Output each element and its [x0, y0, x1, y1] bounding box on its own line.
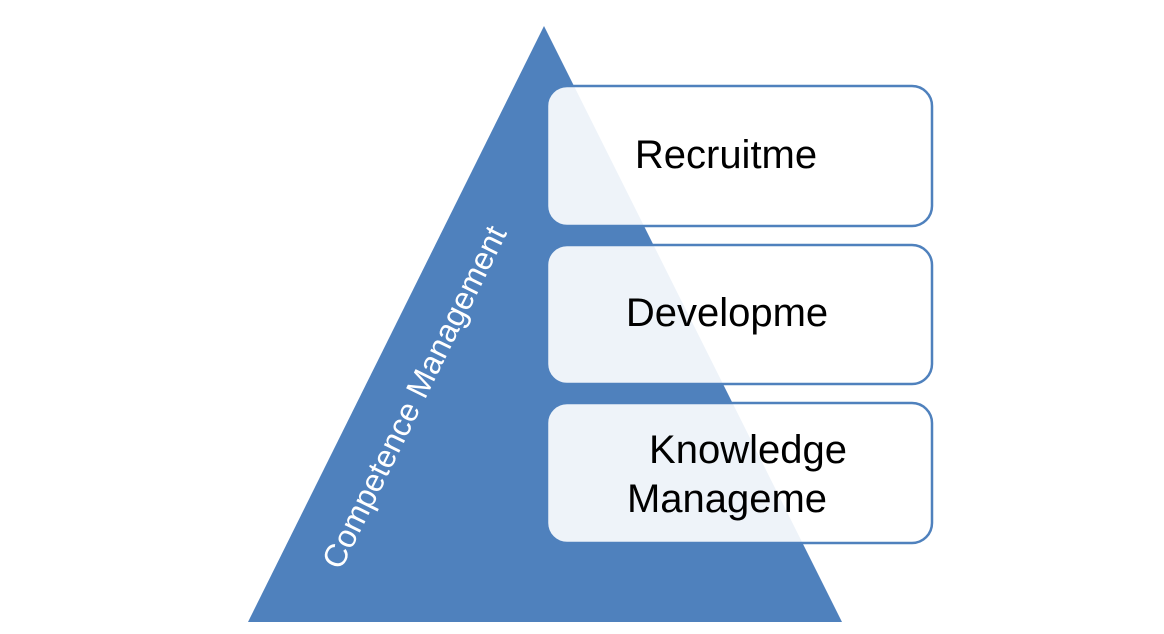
- box-development: Developme: [545, 243, 934, 386]
- box-label: Developme: [626, 291, 828, 335]
- box-knowledge-management: Knowledge Manageme: [545, 401, 934, 545]
- box-label: Manageme: [627, 477, 827, 521]
- box-label: Recruitme: [635, 133, 817, 177]
- box-label: Knowledge: [649, 428, 847, 472]
- box-recruitment: Recruitme: [545, 84, 934, 228]
